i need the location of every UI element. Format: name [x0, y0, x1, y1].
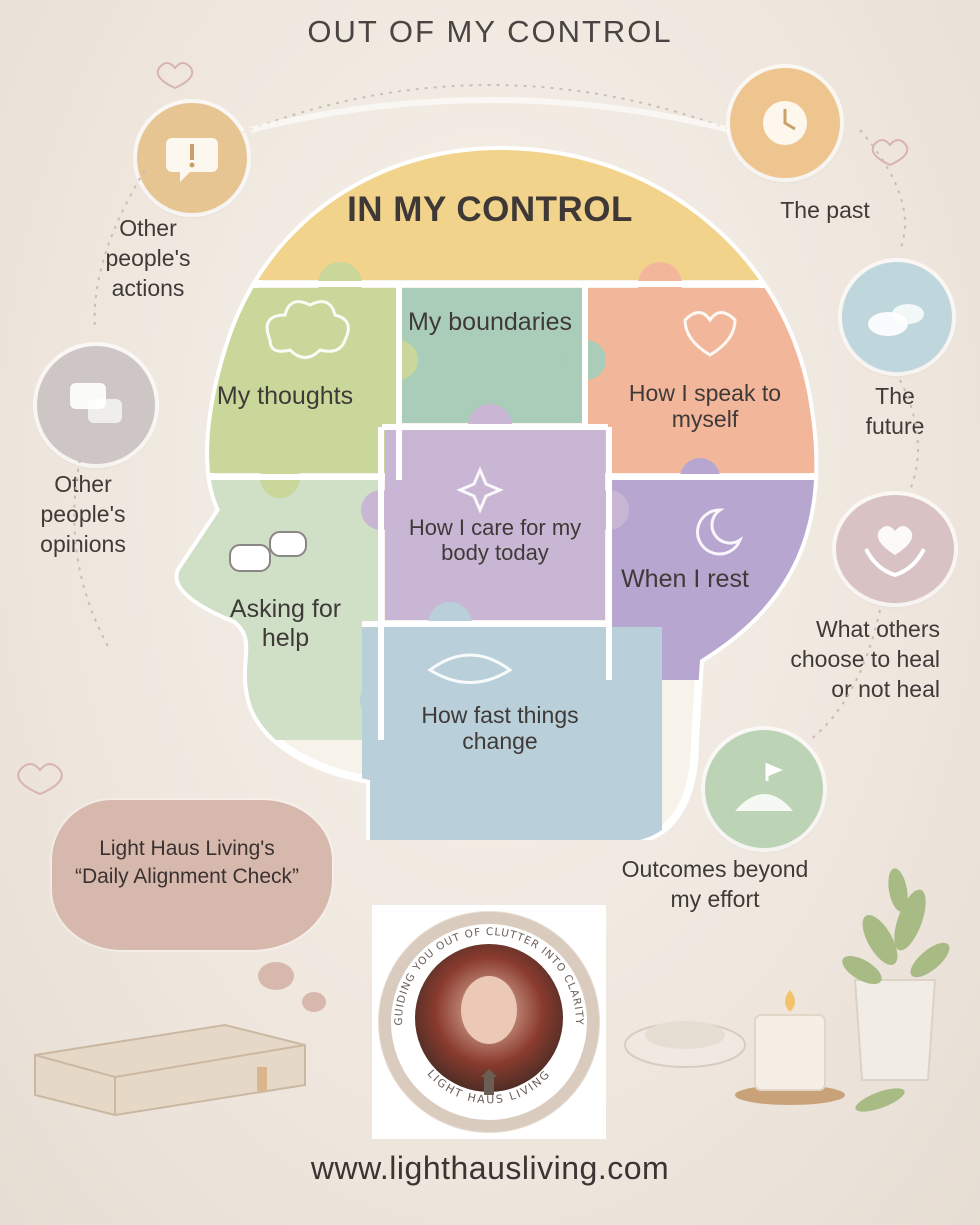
thought-dot-small: [302, 992, 326, 1012]
alert-bubble-icon: [137, 103, 247, 213]
candle: [754, 1014, 826, 1091]
label-when-i-rest: When I rest: [621, 565, 749, 593]
piece-body: [385, 430, 605, 620]
label-my-thoughts: My thoughts: [216, 382, 354, 410]
chat-bubbles-icon: [37, 346, 155, 464]
lighthouse-icon: [484, 1075, 494, 1095]
head-puzzle: [174, 145, 819, 840]
speech-bubble-icon: [229, 544, 271, 572]
thought-dot-large: [258, 962, 294, 990]
leaf-icon: [427, 653, 513, 684]
heart-icon: [683, 311, 737, 357]
thought-bubble-text: Light Haus Living's “Daily Alignment Che…: [52, 835, 322, 892]
website-url[interactable]: www.lighthausliving.com: [310, 1150, 670, 1186]
decor-illustration: [624, 868, 950, 1112]
plant-pot: [853, 979, 937, 1081]
thought-bubble: [52, 800, 332, 950]
clouds-icon: [842, 262, 952, 372]
clock-icon: [730, 68, 840, 178]
thought-line-2: “Daily Alignment Check”: [74, 865, 300, 889]
label-the-past: The past: [780, 197, 870, 223]
in-control-title: IN MY CONTROL: [347, 190, 633, 229]
label-my-boundaries: My boundaries: [408, 308, 572, 336]
label-speak-to-myself: How I speak to myself: [628, 380, 782, 433]
label-care-for-body: How I care for my body today: [408, 515, 582, 566]
moon-icon: [696, 508, 744, 556]
flag-mountain-icon: [705, 730, 823, 848]
label-what-others-choose-to-heal: What others choose to heal or not heal: [790, 616, 940, 702]
piece-speak: [588, 288, 815, 473]
thought-line-1: Light Haus Living's: [99, 837, 275, 860]
label-how-fast-things-change: How fast things change: [421, 702, 579, 755]
label-other-peoples-actions: Other people's actions: [105, 215, 191, 301]
out-of-control-title: OUT OF MY CONTROL: [307, 14, 673, 49]
sparkle-icon: [456, 466, 504, 514]
book-illustration: [34, 1023, 306, 1117]
cloud-thought-icon: [265, 300, 350, 359]
heart-hands-icon: [836, 495, 954, 603]
piece-boundaries: [402, 288, 582, 423]
flame-icon: [785, 990, 795, 1012]
badge-emblem: GUIDING YOU OUT OF CLUTTER INTO CLARITY …: [378, 911, 600, 1133]
dotted-arc: [199, 84, 781, 151]
badge-frame: GUIDING YOU OUT OF CLUTTER INTO CLARITY …: [372, 905, 606, 1139]
label-asking-for-help: Asking for help: [229, 595, 342, 652]
plant-leaves: [842, 868, 950, 984]
label-outcomes-beyond-my-effort: Outcomes beyond my effort: [621, 856, 809, 912]
label-the-future: The future: [865, 383, 925, 439]
label-other-peoples-opinions: Other people's opinions: [40, 471, 126, 557]
